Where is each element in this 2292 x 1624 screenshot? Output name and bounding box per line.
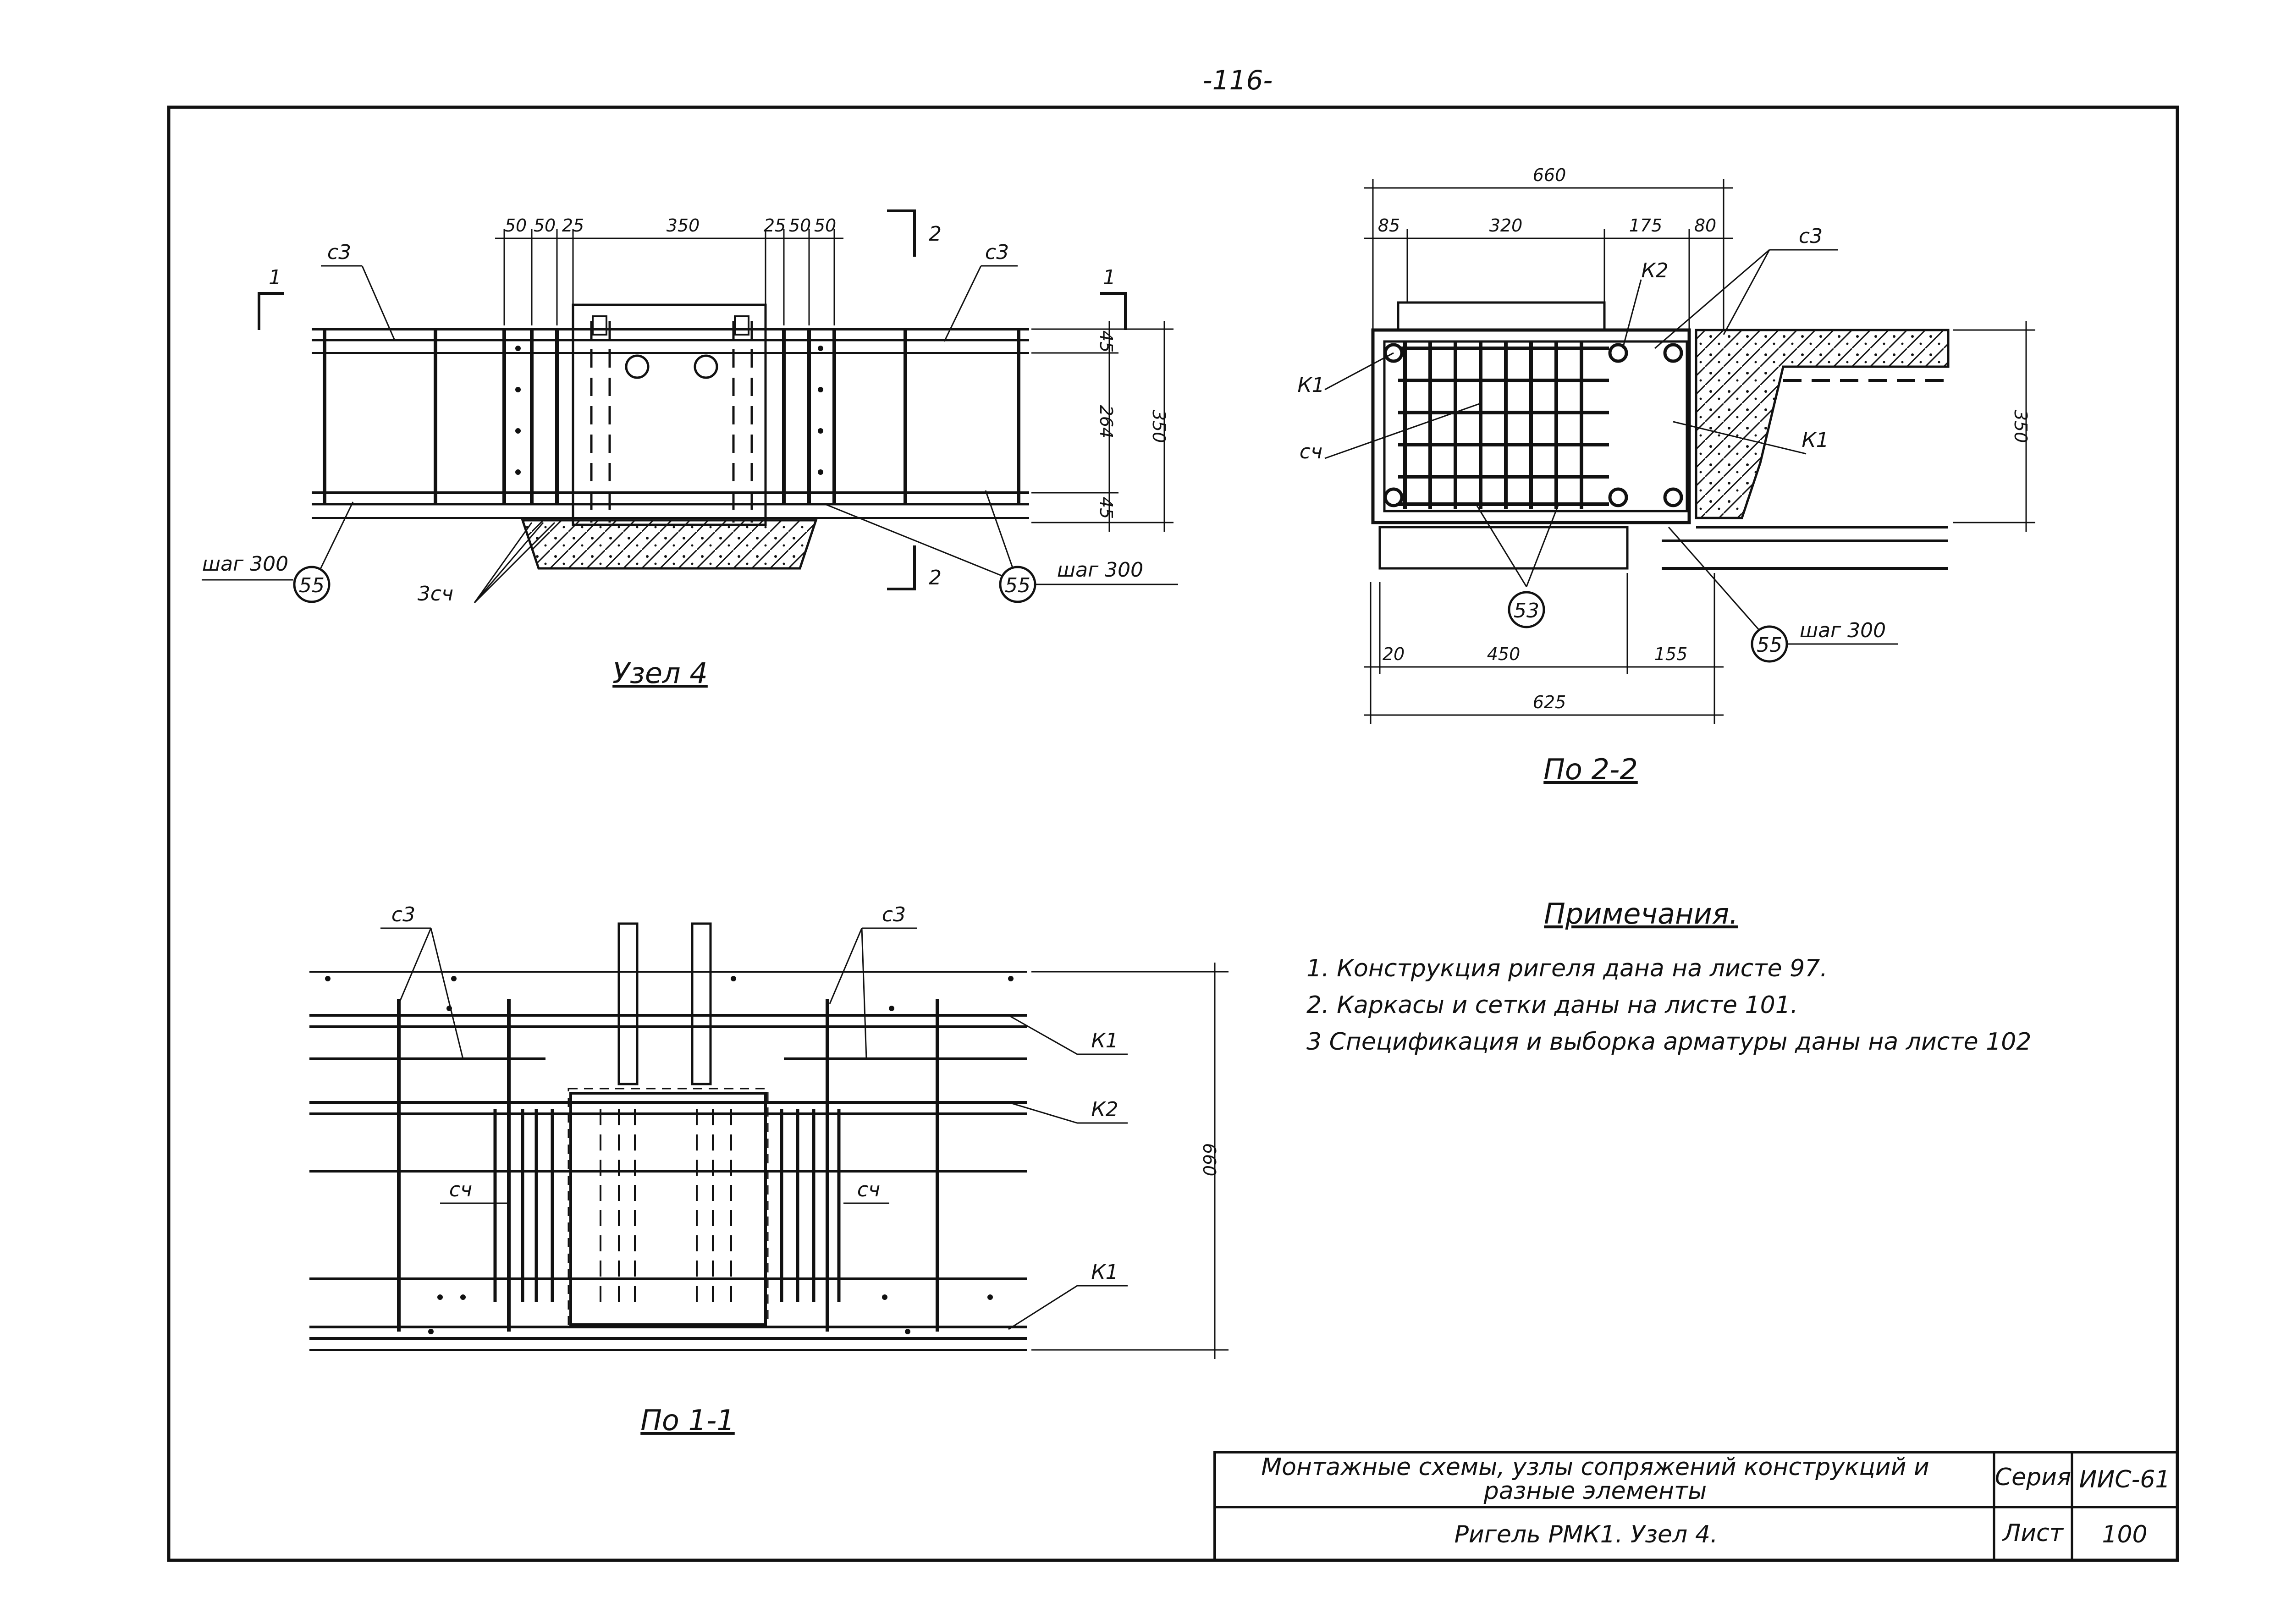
node4-title: Узел 4	[612, 656, 708, 690]
section22-dim-bottom-2: 155	[1654, 644, 1688, 664]
title-sheet-value: 100	[2102, 1521, 2147, 1548]
node4-dim-top-0: 50	[505, 215, 527, 236]
section22-dim-right: 350	[2011, 410, 2031, 443]
node4-dim-top-6: 50	[814, 215, 836, 236]
section11-dim-right: 660	[1199, 1143, 1219, 1177]
node4-dim-top-1: 50	[534, 215, 556, 236]
node4-pitch-left: шаг 300	[202, 552, 288, 576]
title-series-label: Серия	[1995, 1464, 2071, 1491]
section11-k1-top: К1	[1091, 1029, 1118, 1052]
node4-dim-top-3: 350	[667, 215, 700, 236]
notes-block: Примечания. 1. Конструкция ригеля дана н…	[1306, 897, 2031, 1056]
drawing-frame	[167, 105, 2179, 1562]
node4-c3-left: с3	[327, 241, 351, 264]
section22-k2: К2	[1641, 259, 1668, 282]
section22-dim-top-2: 175	[1629, 215, 1663, 236]
section22-title: По 2-2	[1543, 753, 1638, 786]
node4-dim-right-2: 45	[1096, 497, 1116, 519]
node4-section2-bottom: 2	[929, 566, 942, 589]
section22-dim-bottom-0: 20	[1383, 644, 1405, 664]
section22-k1-left: К1	[1297, 374, 1324, 397]
notes-heading: Примечания.	[1544, 897, 1738, 930]
section22-dim-660: 660	[1533, 165, 1566, 185]
section11-view: 660 с3 с3 К1 К2 К1 сч сч По 1-1	[309, 903, 1229, 1437]
section22-k1-right: К1	[1802, 429, 1829, 452]
title-description-line2: разные элементы	[1483, 1477, 1707, 1505]
node4-c3-right: с3	[985, 241, 1009, 264]
node4-bubble55-left: 55	[299, 574, 325, 597]
section11-k2: К2	[1091, 1098, 1118, 1121]
section22-dim-top-0: 85	[1378, 215, 1400, 236]
title-series-value: ИИС-61	[2079, 1466, 2170, 1493]
note-item-2: 2. Каркасы и сетки даны на листе 101.	[1306, 991, 1798, 1019]
note-item-1: 1. Конструкция ригеля дана на листе 97.	[1306, 955, 1828, 982]
section22-pitch: шаг 300	[1800, 619, 1886, 642]
node4-section1-right: 1	[1103, 266, 1116, 289]
section22-bubble53: 53	[1514, 599, 1539, 622]
section11-sc-right: сч	[857, 1178, 880, 1201]
title-block: Монтажные схемы, узлы сопряжений констру…	[1213, 1451, 2179, 1562]
node4-dim-right-1: 264	[1096, 405, 1116, 439]
node4-section1-left: 1	[269, 266, 281, 289]
node4-section2-top: 2	[929, 222, 942, 246]
section22-bubble55: 55	[1757, 633, 1782, 657]
section22-dim-bottom-1: 450	[1487, 644, 1521, 664]
section22-view: 660 85 320 175 80 350 20 450 155 625 К1 …	[1297, 165, 2035, 786]
section22-dim-top-1: 320	[1489, 215, 1523, 236]
title-description-line1: Монтажные схемы, узлы сопряжений констру…	[1261, 1453, 1929, 1481]
section11-sc-left: сч	[449, 1178, 472, 1201]
node4-dim-top-5: 50	[789, 215, 811, 236]
section22-c3: с3	[1799, 225, 1823, 248]
node4-3sc-label: 3сч	[418, 582, 453, 606]
section11-column	[569, 1092, 767, 1326]
node4-dim-top-2: 25	[562, 215, 584, 236]
section11-c3-left: с3	[391, 903, 415, 926]
section22-dim-bottom-total: 625	[1533, 692, 1566, 712]
node4-view: 50 50 25 350 25 50 50 45 264 45 350 1 1 …	[202, 209, 1178, 690]
section22-sc: сч	[1300, 440, 1322, 463]
node4-dim-top-4: 25	[764, 215, 786, 236]
page-number: -116-	[1203, 65, 1273, 96]
note-item-3: 3 Спецификация и выборка арматуры даны н…	[1306, 1028, 2031, 1056]
section11-k1-bottom: К1	[1091, 1261, 1118, 1284]
node4-dim-right-0: 45	[1096, 330, 1116, 352]
section11-title: По 1-1	[640, 1404, 735, 1437]
node4-pitch-right: шаг 300	[1057, 558, 1143, 582]
section22-dim-top-3: 80	[1694, 215, 1716, 236]
node4-dim-right-3: 350	[1149, 410, 1169, 443]
node4-bubble55-right: 55	[1005, 574, 1030, 597]
title-sheet-label: Лист	[2002, 1519, 2064, 1547]
section11-c3-right: с3	[882, 903, 906, 926]
title-drawing-title: Ригель РМК1. Узел 4.	[1455, 1521, 1718, 1548]
